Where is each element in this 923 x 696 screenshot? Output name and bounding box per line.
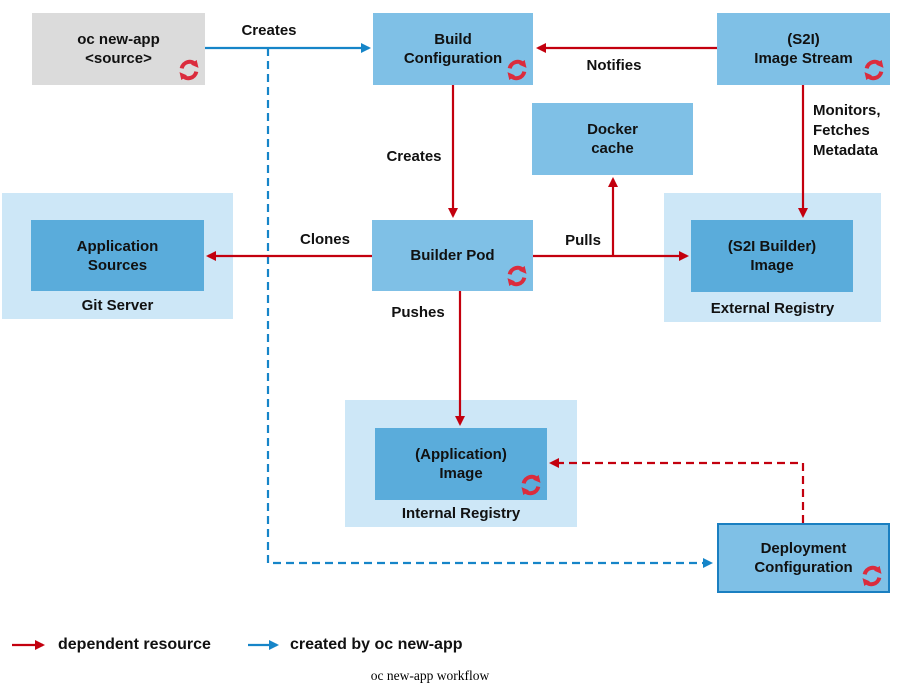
edge-label-monitors-fetches-metadata: Monitors, Fetches Metadata (813, 101, 903, 161)
node-application-image: (Application) Image (375, 428, 547, 500)
legend-label-created-by-oc-new-app: created by oc new-app (290, 636, 463, 653)
node-docker-cache: Docker cache (532, 103, 693, 175)
group-external-registry: (S2I Builder) Image External Registry (664, 193, 881, 322)
node-label: Configuration (403, 50, 503, 67)
node-label: Image Stream (754, 50, 853, 67)
diagram-caption: oc new-app workflow (370, 668, 490, 683)
sync-arrows-icon (507, 59, 527, 81)
node-label: Image (439, 465, 483, 482)
sync-arrows-icon (507, 265, 527, 287)
group-label-internal-registry: Internal Registry (401, 505, 521, 522)
node-label: Image (750, 257, 794, 274)
node-deployment-configuration: Deployment Configuration (717, 523, 890, 593)
node-label: Deployment (760, 540, 847, 557)
node-label: Application (76, 237, 159, 255)
edge-label-creates-blue: Creates (241, 22, 297, 39)
node-label: Build (434, 31, 472, 48)
edge-label-creates-red: Creates (386, 148, 442, 165)
edge-label-notifies: Notifies (586, 57, 642, 74)
node-label: Builder Pod (410, 247, 495, 264)
edge-label-pushes: Pushes (391, 304, 445, 321)
node-label: (Application) (415, 446, 507, 463)
node-label: Sources (87, 256, 148, 274)
group-internal-registry: (Application) Image Internal Registry (345, 400, 577, 527)
sync-arrows-icon (179, 59, 199, 81)
legend-label-dependent-resource: dependent resource (58, 636, 211, 653)
sync-arrows-icon (521, 474, 541, 496)
edge-label-line: Fetches (813, 122, 870, 139)
sync-arrows-icon (862, 565, 882, 587)
group-label-git-server: Git Server (81, 297, 154, 314)
node-label: oc new-app (77, 31, 160, 48)
node-label: Configuration (754, 559, 853, 576)
group-git-server: Application Sources Git Server (2, 193, 233, 319)
node-build-configuration: Build Configuration (373, 13, 533, 85)
edge-label-clones: Clones (299, 231, 350, 248)
node-label: cache (591, 140, 634, 157)
node-oc-new-app: oc new-app <source> (32, 13, 205, 85)
node-label: Docker (587, 121, 638, 138)
edge-label-line: Monitors, (813, 102, 881, 119)
node-application-sources: Application Sources (31, 220, 204, 291)
node-s2i-builder-image: (S2I Builder) Image (691, 220, 853, 292)
node-builder-pod: Builder Pod (372, 220, 533, 291)
edge-label-pulls: Pulls (565, 232, 601, 249)
edge-label-line: Metadata (813, 142, 879, 159)
node-label: (S2I Builder) (727, 238, 817, 255)
node-label: (S2I) (787, 31, 820, 48)
node-s2i-image-stream: (S2I) Image Stream (717, 13, 890, 85)
node-label: <source> (85, 50, 152, 67)
sync-arrows-icon (864, 59, 884, 81)
edge-deployment-to-image-red-dashed (549, 458, 805, 523)
group-label-external-registry: External Registry (710, 300, 835, 317)
